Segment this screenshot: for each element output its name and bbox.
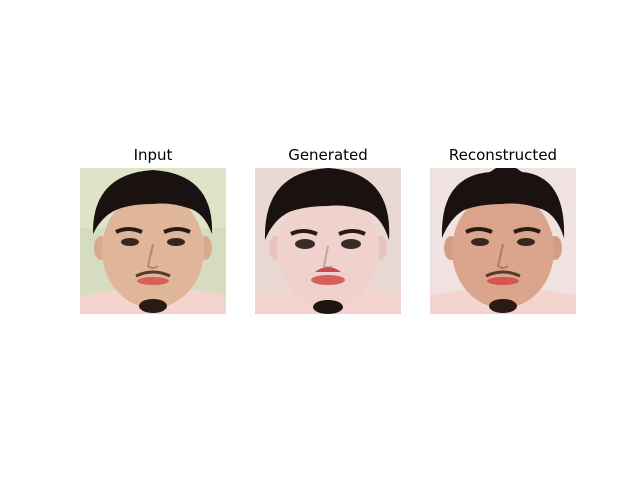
panel-title-input: Input	[133, 146, 173, 164]
face-photo-reconstructed	[430, 168, 576, 314]
panel-title-generated: Generated	[288, 146, 368, 164]
panel-title-reconstructed: Reconstructed	[448, 146, 558, 164]
face-photo-generated	[255, 168, 401, 314]
face-photo-input	[80, 168, 226, 314]
panel-reconstructed: Reconstructed	[430, 142, 576, 314]
panel-input: Input	[80, 142, 226, 314]
panel-generated: Generated	[255, 142, 401, 314]
